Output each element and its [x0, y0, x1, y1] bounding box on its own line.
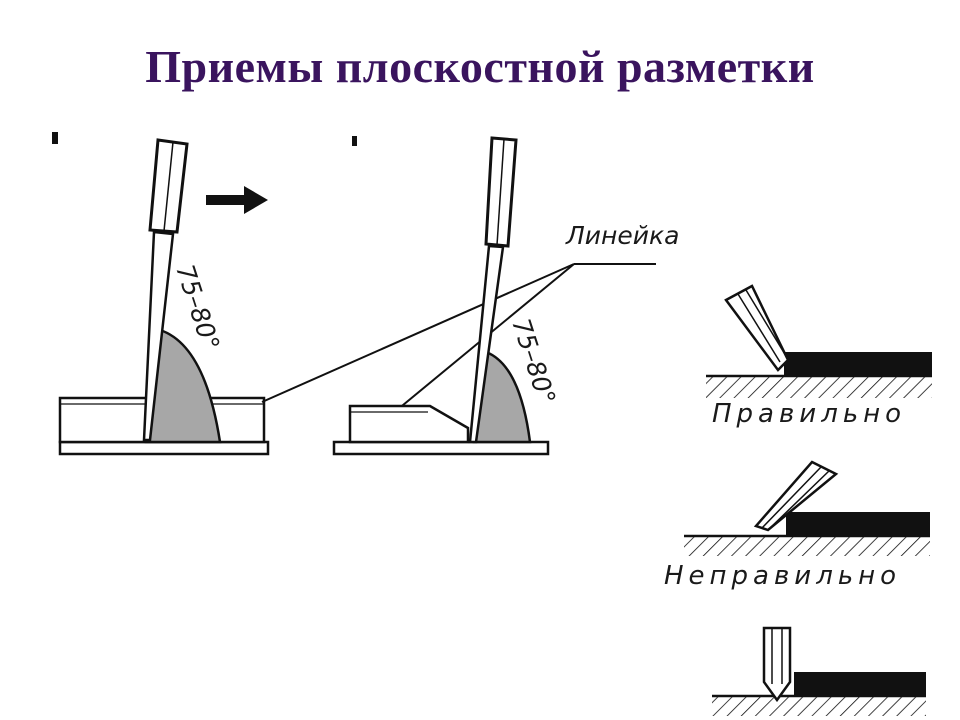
ruler-label: Линейка: [565, 221, 679, 250]
vertical-scriber: [762, 626, 792, 703]
ruler-leader-left: [261, 263, 575, 403]
incorrect-label: Неправильно: [664, 561, 901, 591]
correct-ruler-bar: [784, 352, 932, 376]
middle-base-plate: [332, 440, 550, 456]
arrow-right-icon: [206, 186, 268, 214]
incorrect-ruler-bar: [786, 512, 930, 536]
left-base-plate: [58, 440, 270, 456]
left-scriber-figure: 75–80°: [52, 132, 270, 456]
slide-title: Приемы плоскостной разметки: [145, 41, 815, 92]
vertical-example: [712, 626, 926, 716]
middle-scriber-shaft: [468, 244, 505, 444]
correct-label: Правильно: [712, 399, 906, 429]
left-scriber-shaft: [142, 230, 175, 442]
correct-example: Правильно: [706, 284, 932, 429]
vertical-ruler-bar: [794, 672, 926, 696]
correct-scriber: [724, 284, 790, 372]
incorrect-example: Неправильно: [664, 460, 930, 591]
middle-scriber-figure: 75–80° Линейка: [332, 136, 679, 456]
left-angle-sector: [144, 328, 222, 444]
